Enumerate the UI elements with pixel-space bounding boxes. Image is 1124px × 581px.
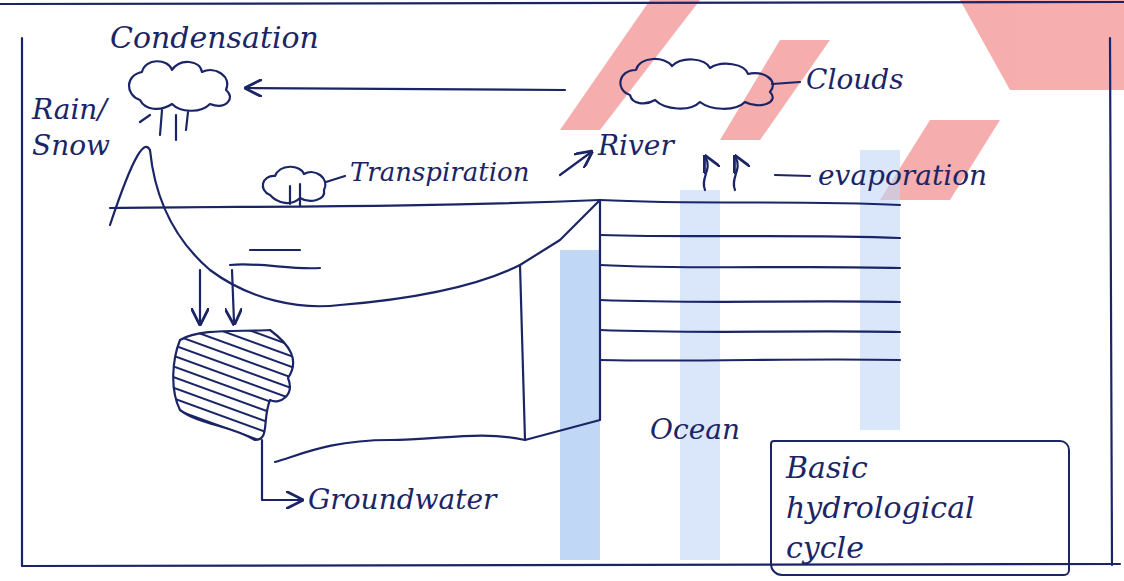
cloud [620, 59, 773, 109]
leader-line [772, 82, 800, 84]
sketch-label: evaporation [818, 158, 987, 194]
sketch-label: River [598, 128, 674, 164]
page-frame [0, 2, 1124, 566]
sketch-label: Ocean [650, 412, 740, 448]
sketch-label: Groundwater [308, 482, 496, 518]
sketch-label: Clouds [806, 62, 904, 98]
rain-strokes [140, 110, 188, 140]
flow-arrow [248, 88, 565, 90]
sketch-label: Transpiration [350, 156, 529, 190]
caption-text: Basic hydrological cycle [772, 442, 1068, 574]
landscape [110, 147, 900, 462]
condensation-cloud [129, 61, 230, 111]
evaporation-arrows [704, 158, 810, 190]
caption-box: Basic hydrological cycle [770, 440, 1070, 576]
sketch-label: Rain/ Snow [32, 92, 112, 165]
plant-strokes [290, 184, 300, 206]
groundwater-body [173, 270, 300, 500]
leader-line [560, 153, 590, 175]
sketch-label: Condensation [110, 18, 319, 57]
transpiration-cloud [263, 167, 326, 203]
leader-line [326, 176, 345, 182]
